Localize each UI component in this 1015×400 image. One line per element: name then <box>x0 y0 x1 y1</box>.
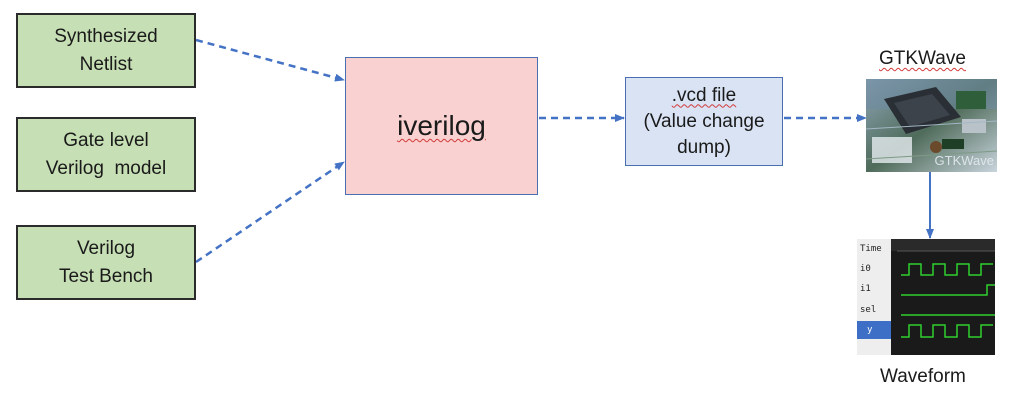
gtkwave-circuit-board-image: GTKWave <box>866 79 997 172</box>
vcd-label-line2: (Value change <box>643 110 765 132</box>
arrow-netlist-to-iverilog <box>195 38 345 82</box>
input-label-line1: Synthesized <box>54 25 158 47</box>
trace-i1 <box>901 284 995 296</box>
signal-name-y: y <box>857 321 891 339</box>
iverilog-box: iverilog <box>345 57 538 195</box>
input-label-line2: Test Bench <box>59 265 153 287</box>
input-box-test-bench: Verilog Test Bench <box>16 225 196 300</box>
wave-header-time: Time <box>860 244 882 254</box>
vcd-label-line3: dump) <box>677 136 731 158</box>
waveform-thumbnail: Time i0 i1 sel y <box>857 239 995 355</box>
signal-name-sel: sel <box>860 305 877 315</box>
trace-i0 <box>901 263 993 276</box>
input-box-gate-level-model: Gate level Verilog model <box>16 117 196 192</box>
signal-name-panel: Time i0 i1 sel y <box>857 239 891 355</box>
input-label-line1: Verilog <box>76 237 136 259</box>
input-label-line2: Netlist <box>79 53 133 75</box>
signal-name-i0: i0 <box>860 264 871 274</box>
iverilog-label: iverilog <box>397 110 486 141</box>
gtkwave-image-overlay-text: GTKWave <box>934 153 994 168</box>
input-box-synthesized-netlist: Synthesized Netlist <box>16 13 196 88</box>
vcd-label-line1: .vcd file <box>671 84 737 106</box>
vcd-file-box: .vcd file (Value change dump) <box>625 77 783 166</box>
waveform-caption: Waveform <box>880 366 966 387</box>
signal-name-i1: i1 <box>860 284 871 294</box>
arrow-testbench-to-iverilog <box>195 160 345 264</box>
input-label-line2: Verilog model <box>45 157 167 179</box>
trace-y <box>901 324 993 338</box>
gtkwave-title: GTKWave <box>879 48 966 69</box>
input-label-line1: Gate level <box>63 129 149 151</box>
